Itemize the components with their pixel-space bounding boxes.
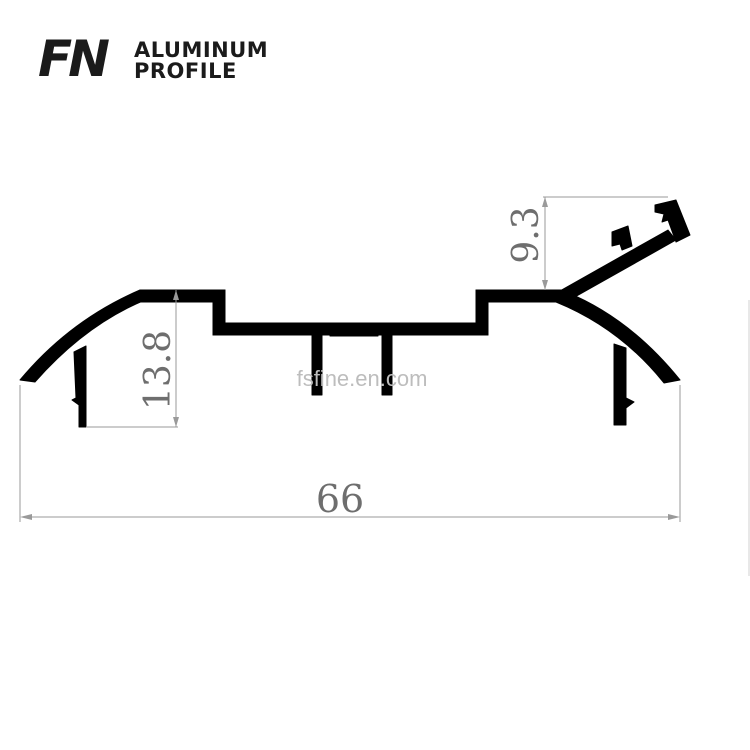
width-arrow-left: [20, 514, 32, 520]
height-right-arrow-top: [542, 197, 548, 207]
brand-logo-text: ALUMINUM PROFILE: [134, 40, 268, 82]
left-leg: [71, 345, 87, 428]
profile-section: [19, 199, 691, 428]
dimension-width: 66: [19, 385, 681, 522]
top-left-flat: [139, 289, 226, 303]
width-label: 66: [316, 477, 364, 521]
center-leg-right: [381, 329, 393, 396]
height-left-label: 13.8: [138, 330, 179, 410]
brand-line-2: PROFILE: [134, 59, 237, 83]
top-right-flat: [475, 289, 567, 303]
height-right-label: 9.3: [506, 206, 547, 263]
watermark-text: fsfine.en.com: [297, 366, 428, 391]
center-leg-left: [311, 329, 323, 396]
height-right-arrow-bottom: [542, 280, 548, 290]
hook: [654, 199, 691, 243]
right-wing: [555, 289, 681, 384]
width-arrow-right: [668, 514, 680, 520]
dimension-height-right: 9.3: [506, 196, 668, 290]
height-left-arrow-top: [173, 290, 179, 300]
center-groove: [329, 329, 379, 337]
height-left-arrow-bottom: [173, 417, 179, 427]
dimension-height-left: 13.8: [86, 290, 179, 428]
brand-line-1: ALUMINUM: [134, 38, 269, 62]
brand-logo-mark: FN: [38, 30, 110, 88]
small-tab: [611, 225, 633, 251]
right-leg: [613, 343, 635, 426]
